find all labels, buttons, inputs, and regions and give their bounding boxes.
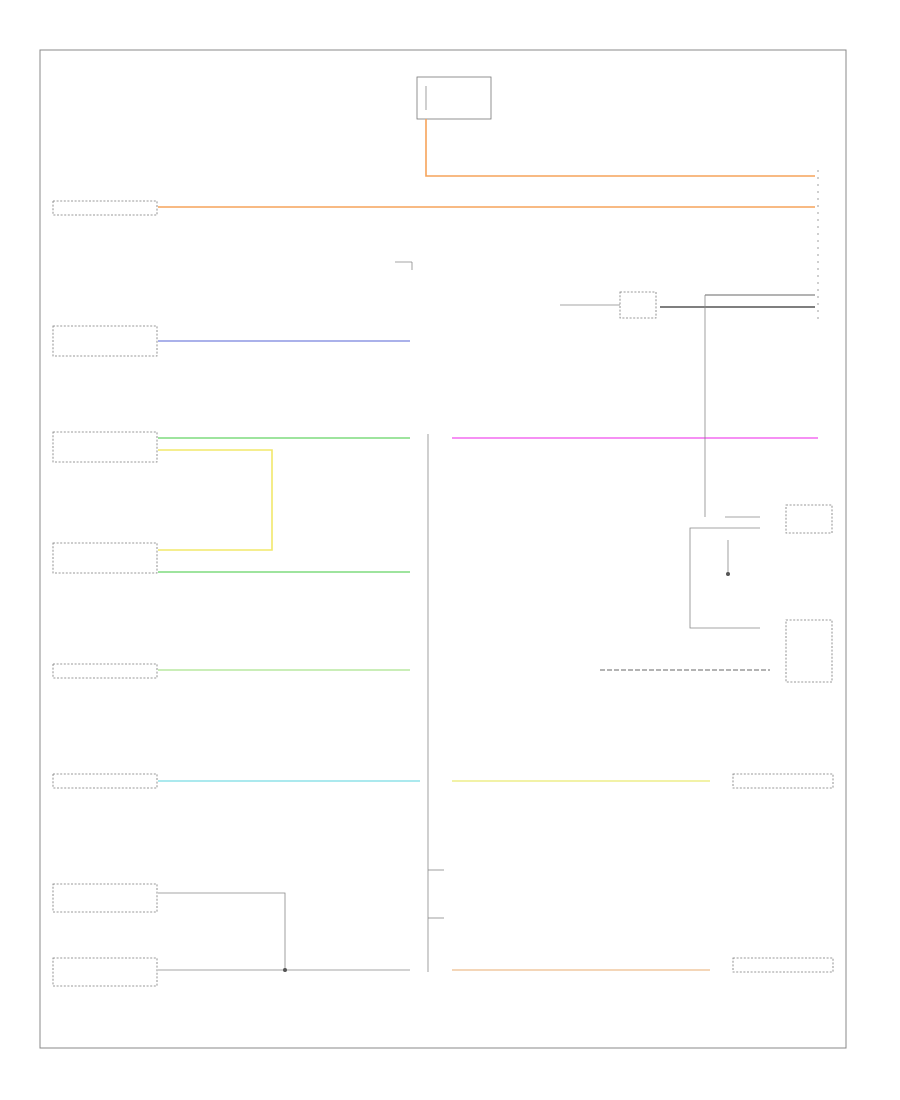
module-3 (52, 431, 158, 463)
splice-dot (726, 572, 730, 576)
module-4 (52, 542, 158, 574)
top-fuse-block (416, 76, 492, 120)
splice-dot-2 (283, 968, 287, 972)
right-module-d (732, 957, 834, 973)
module-1 (52, 200, 158, 216)
module-2 (52, 325, 158, 357)
right-module-a (785, 504, 833, 534)
wire-yellow-loop (158, 449, 273, 551)
module-5 (52, 663, 158, 679)
right-module-b (785, 619, 833, 683)
center-switch (395, 261, 413, 270)
module-6 (52, 773, 158, 789)
diagram-frame (39, 49, 847, 1049)
module-8 (52, 957, 158, 987)
wire-right-loop (689, 527, 760, 629)
wire-gray-drop (158, 892, 286, 970)
module-7 (52, 883, 158, 913)
switch-component (560, 291, 657, 319)
wire-orange-feed (425, 119, 815, 177)
right-module-c (732, 773, 834, 789)
